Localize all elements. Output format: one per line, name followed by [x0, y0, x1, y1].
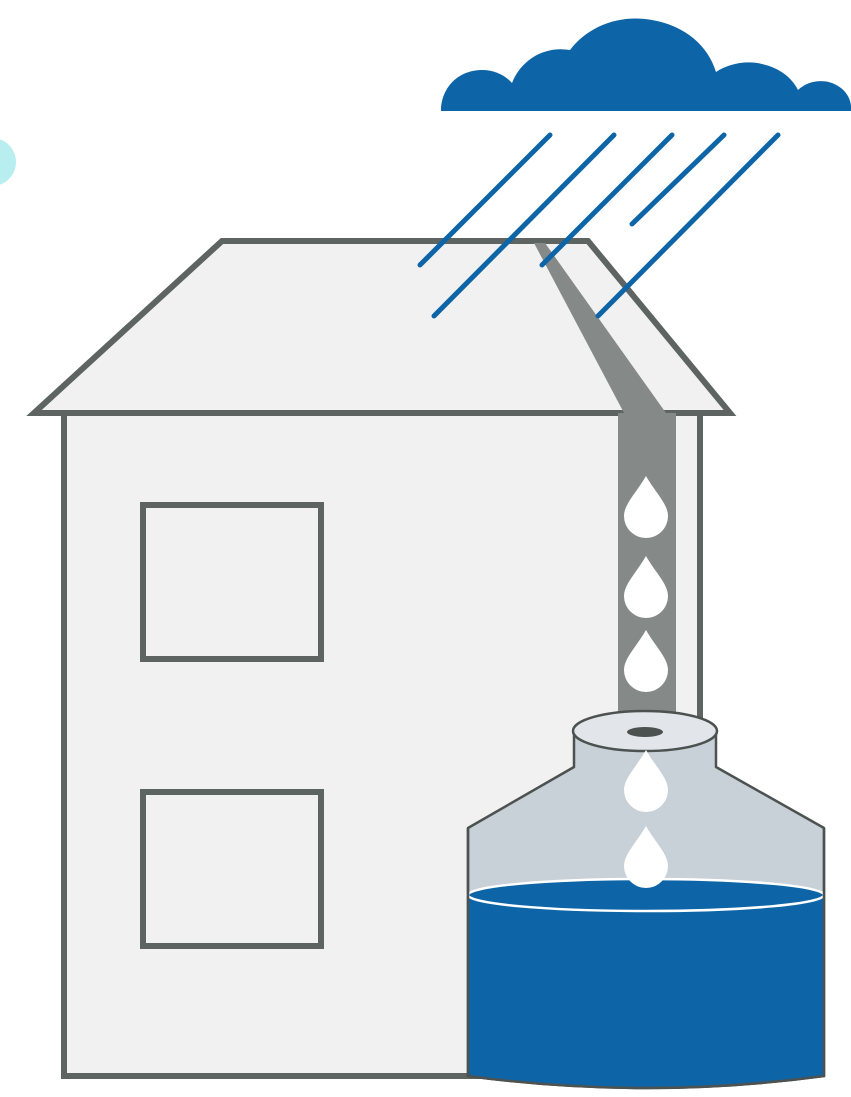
rain-line — [598, 135, 778, 316]
window-upper — [143, 505, 321, 659]
window-lower — [143, 792, 321, 946]
downpipe-droplets — [624, 476, 668, 692]
rain-line — [542, 135, 672, 265]
stored-water — [468, 895, 824, 1088]
rain-line — [632, 135, 724, 224]
tank-inlet — [627, 727, 663, 737]
accent-circle — [0, 138, 16, 186]
cloud-icon — [441, 18, 851, 111]
